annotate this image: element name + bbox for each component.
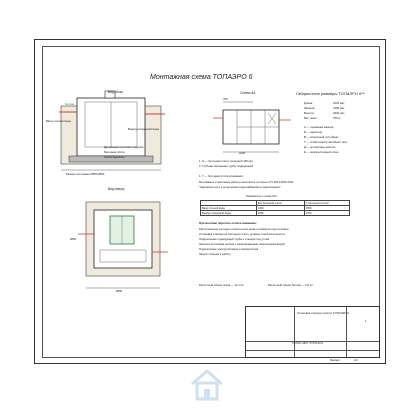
legend-b: Б — аэротенк; (304, 130, 323, 134)
pit-size: Размер котлована 2850х2850 (66, 172, 105, 176)
scheme-label: Схема №1 (240, 91, 256, 95)
table-row: Вывод очищенной воды 1550 1700 (200, 210, 351, 216)
mid-text-3: "Наружные сети и сооружения водоснабжени… (199, 185, 282, 189)
house-icon (191, 369, 223, 401)
gabarit-key-1: Ширина: (304, 106, 316, 110)
legend-d: Г — стабилизатор активного ила; (304, 140, 348, 144)
important-line-2: Установка станции на бетонную плиту, уро… (199, 232, 285, 236)
callout-lid: Колпак (65, 102, 75, 106)
gabarit-key-2: Высота: (304, 111, 315, 115)
scheme-note-2: 2. Глубина заложения трубы подводящей (199, 164, 254, 168)
side-view-label: Вид сбоку (108, 90, 123, 94)
sand-volume: Расчетный объем песка — 11,1 м³ (199, 283, 244, 287)
sheet-number: 1 (365, 319, 367, 323)
important-line-4: Засыпка котлована песком с одновременным… (199, 242, 285, 246)
legend-c: В — вторичный отстойник; (304, 135, 339, 139)
gabarit-val-0: 2200 мм; (333, 101, 345, 105)
callout-sand: Песок (Щебень) (104, 155, 125, 159)
top-view-label: Вид сверху (108, 187, 125, 191)
gabarit-val-2: 2600 мм; (333, 111, 345, 115)
legend-a: А — приемная камера; (304, 125, 334, 129)
callout-outlet: Вывод очищенной воды (128, 127, 160, 131)
stamp-divider (246, 341, 379, 342)
side-view-drawing (59, 90, 165, 171)
stamp-divider (246, 350, 379, 351)
table-cell: 1550 (255, 210, 305, 216)
drawing-code: ТОПАС-ЭКО ТОПЭ-6С3 (292, 341, 323, 345)
drawing-title: Установка станции очистки ТОПАЭРО 6 (297, 311, 349, 315)
scheme-drawing (213, 101, 291, 153)
top-view-dim-width: 2850 (116, 289, 123, 293)
important-line-1: Расположение колодца относительно дома и… (199, 227, 289, 231)
callout-concrete-slab: Бетонная плита (104, 150, 125, 154)
table-caption: Параметры к схеме №1 (246, 194, 277, 198)
page-title: Монтажная схема ТОПАЭРО 6 (150, 74, 253, 81)
callout-sand-cushion: Дренажная песчаная подушка (104, 145, 144, 149)
callout-inlet: Ввод сточной воды (46, 119, 71, 123)
important-line-6: Запуск станции в работу (199, 252, 231, 256)
title-block (245, 306, 380, 358)
table-cell: 1700 (303, 210, 351, 216)
legend-e: Д — эрлифтные насосы; (304, 145, 337, 149)
gabarit-val-1: 2150 мм; (333, 106, 345, 110)
mid-text-1: 1. Г — бетонная плита основания; (199, 174, 244, 178)
scheme-note-1: 1. Н — бетонная плита толщиной 150 мм (199, 159, 253, 163)
scheme-dim-length: 2200 (239, 151, 246, 155)
concrete-volume: Расчетный объем бетона — 0,6 м³ (268, 283, 313, 287)
gabarit-val-3: 700 кг. (333, 116, 342, 120)
top-view-drawing (78, 201, 168, 289)
gabarit-key-0: Длина: (304, 101, 313, 105)
important-heading: При монтаже обратить особое внимание: (199, 221, 257, 225)
table-cell: Вывод очищенной воды (200, 210, 257, 216)
top-view-dim-height: 2850 (70, 237, 77, 241)
gabarit-heading: Габаритные размеры ТОПАЭРО 6**: (296, 91, 366, 96)
stamp-divider (346, 307, 347, 357)
important-line-3: Подключение подводящей трубы к станции п… (199, 237, 270, 241)
legend-f: Е — компрессорный отсек. (304, 150, 340, 154)
important-line-5: Подключение электропитания и компрессора (199, 247, 259, 251)
stamp-divider (294, 307, 295, 357)
drawing-frame (42, 46, 380, 358)
mid-text-2: Монтажные и земляные работы выполнять со… (199, 180, 294, 184)
format-value: А3 (354, 358, 358, 362)
gabarit-key-3: Вес, масс: (304, 116, 318, 120)
scheme-dim-depth: 700 (223, 97, 228, 101)
parameters-table: Без бетонной плиты С бетонной плитой Вво… (200, 200, 351, 216)
format-label: Формат (330, 358, 340, 362)
